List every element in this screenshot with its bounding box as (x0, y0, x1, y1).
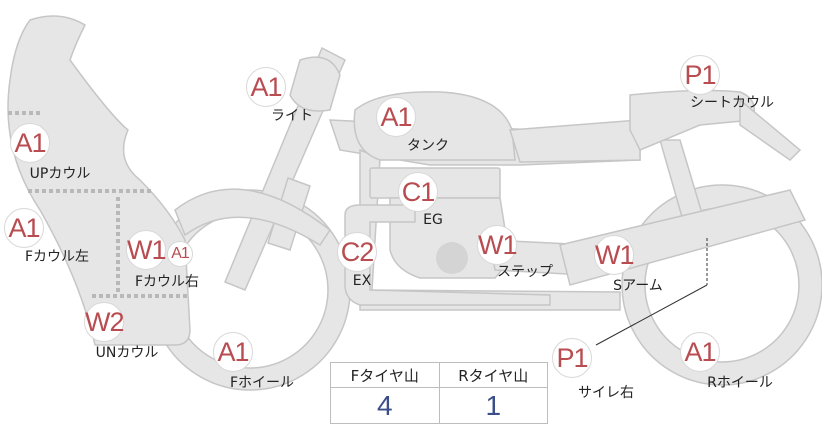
exhaust-part (344, 204, 551, 306)
exhaust-label: EX (352, 273, 372, 289)
tail-part (739, 98, 802, 161)
swing-arm-code-badge: W1 (594, 235, 635, 275)
swing-arm-label: Sアーム (613, 278, 663, 294)
silencer-right-label: サイレ右 (578, 385, 634, 401)
f-tire-value: 4 (330, 387, 440, 424)
seat-part (509, 119, 641, 163)
f-cowl-left-label: Fカウル左 (24, 249, 90, 265)
engine-label: EG (423, 212, 443, 228)
light-label: ライト (271, 108, 313, 124)
r-wheel-label: Rホイール (707, 375, 773, 391)
f-cowl-right-code-badge: W1 (126, 230, 167, 270)
up-cowl-label: UPカウル (29, 166, 91, 182)
tank-code-badge: A1 (376, 97, 416, 137)
step-code-badge: W1 (477, 225, 518, 265)
seat-cowl-label: シートカウル (690, 95, 774, 111)
r-tire-header: Rタイヤ山 (438, 362, 548, 388)
exhaust-code-badge: C2 (337, 232, 377, 272)
tire-tread-table: Fタイヤ山 Rタイヤ山 4 1 (330, 362, 548, 424)
tank-label: タンク (407, 138, 449, 154)
f-cowl-left-code-badge: A1 (4, 208, 44, 248)
engine-code-badge: C1 (398, 172, 438, 212)
f-wheel-code-badge: A1 (213, 332, 253, 372)
headlight-part (289, 56, 341, 112)
light-code-badge: A1 (246, 67, 286, 107)
f-tire-header: Fタイヤ山 (330, 362, 440, 388)
under-cowl-label: UNカウル (95, 345, 159, 361)
r-wheel-code-badge: A1 (680, 332, 720, 372)
up-cowl-code-badge: A1 (10, 123, 50, 163)
f-cowl-right-label: Fカウル右 (134, 274, 200, 290)
step-label: ステップ (497, 264, 553, 280)
f-wheel-label: Fホイール (229, 375, 295, 391)
f-cowl-right-code2-badge: A1 (167, 241, 193, 267)
r-tire-value: 1 (438, 387, 548, 424)
seat-cowl-code-badge: P1 (680, 55, 720, 95)
front-fender (174, 188, 332, 247)
silencer-right-code-badge: P1 (552, 338, 592, 378)
under-cowl-code-badge: W2 (84, 302, 125, 342)
